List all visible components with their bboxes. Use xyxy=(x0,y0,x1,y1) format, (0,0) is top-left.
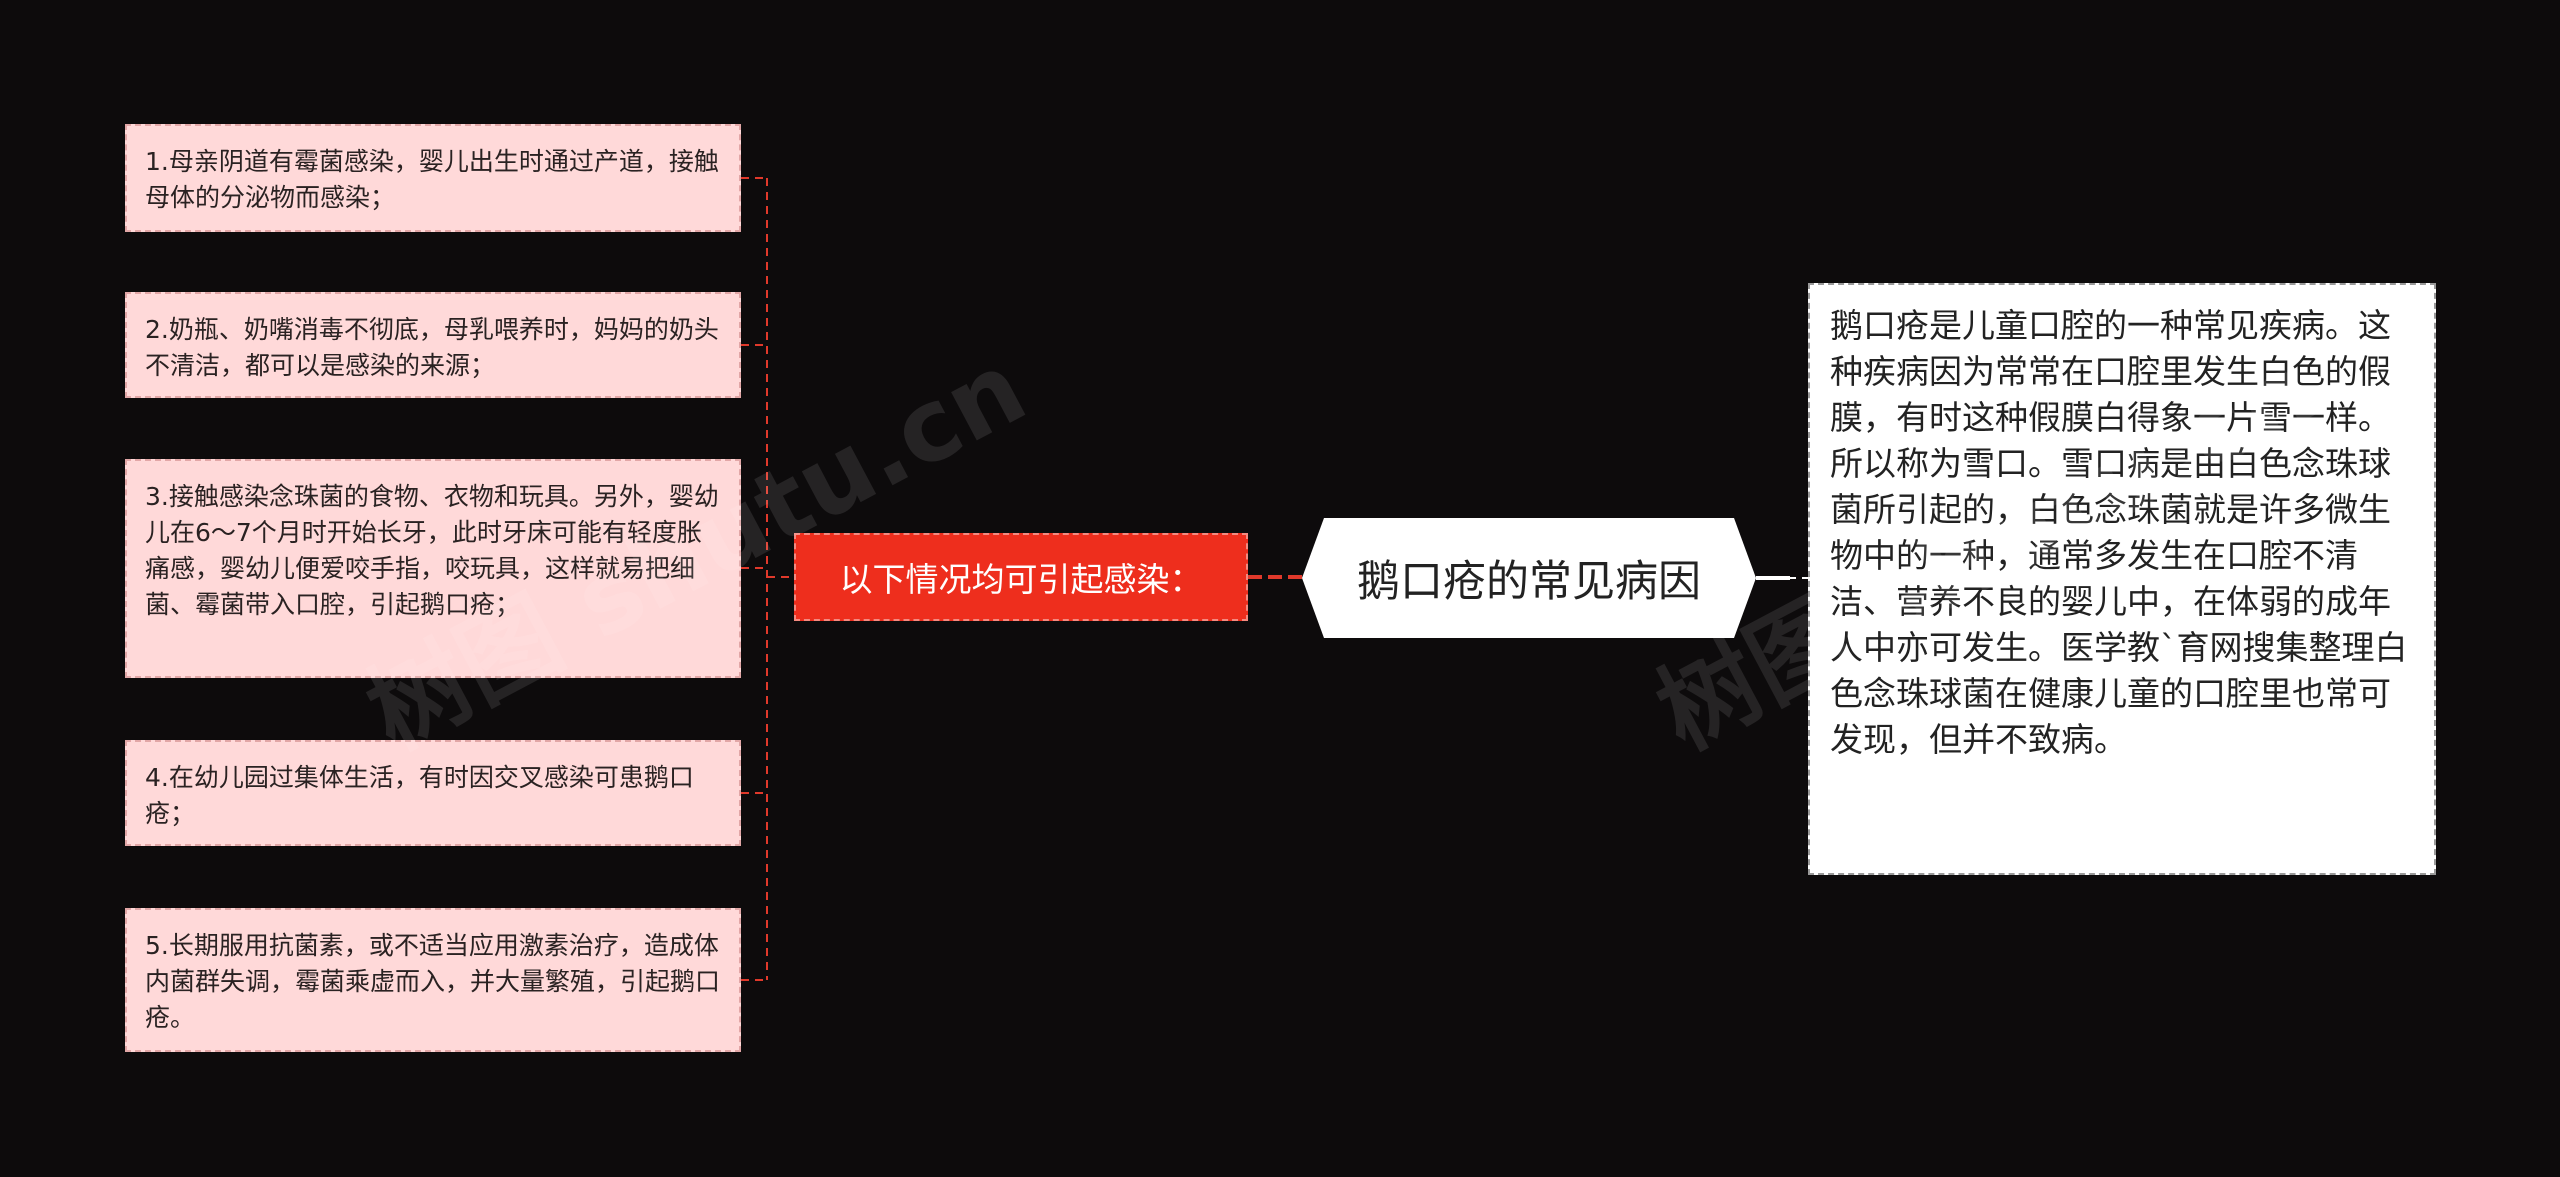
branch-label: 以下情况均可引起感染： xyxy=(839,560,1203,599)
cause-card-4: 4.在幼儿园过集体生活，有时因交叉感染可患鹅口疮； xyxy=(125,740,741,846)
cause-text-1: 1.母亲阴道有霉菌感染，婴儿出生时通过产道，接触母体的分泌物而感染； xyxy=(145,147,719,212)
root-label: 鹅口疮的常见病因 xyxy=(1357,557,1701,607)
cause-card-1: 1.母亲阴道有霉菌感染，婴儿出生时通过产道，接触母体的分泌物而感染； xyxy=(125,124,741,232)
cause-text-2: 2.奶瓶、奶嘴消毒不彻底，母乳喂养时，妈妈的奶头不清洁，都可以是感染的来源； xyxy=(145,315,719,380)
cause-text-3: 3.接触感染念珠菌的食物、衣物和玩具。另外，婴幼儿在6～7个月时开始长牙，此时牙… xyxy=(145,482,719,619)
branch-node: 以下情况均可引起感染： xyxy=(794,533,1248,621)
cause-card-2: 2.奶瓶、奶嘴消毒不彻底，母乳喂养时，妈妈的奶头不清洁，都可以是感染的来源； xyxy=(125,292,741,398)
cause-card-5: 5.长期服用抗菌素，或不适当应用激素治疗，造成体内菌群失调，霉菌乘虚而入，并大量… xyxy=(125,908,741,1052)
cause-text-4: 4.在幼儿园过集体生活，有时因交叉感染可患鹅口疮； xyxy=(145,763,694,828)
cause-card-3: 3.接触感染念珠菌的食物、衣物和玩具。另外，婴幼儿在6～7个月时开始长牙，此时牙… xyxy=(125,459,741,678)
description-text: 鹅口疮是儿童口腔的一种常见疾病。这种疾病因为常常在口腔里发生白色的假膜，有时这种… xyxy=(1830,306,2408,759)
root-node: 鹅口疮的常见病因 xyxy=(1302,518,1756,638)
cause-text-5: 5.长期服用抗菌素，或不适当应用激素治疗，造成体内菌群失调，霉菌乘虚而入，并大量… xyxy=(145,931,721,1032)
description-card: 鹅口疮是儿童口腔的一种常见疾病。这种疾病因为常常在口腔里发生白色的假膜，有时这种… xyxy=(1808,283,2436,875)
